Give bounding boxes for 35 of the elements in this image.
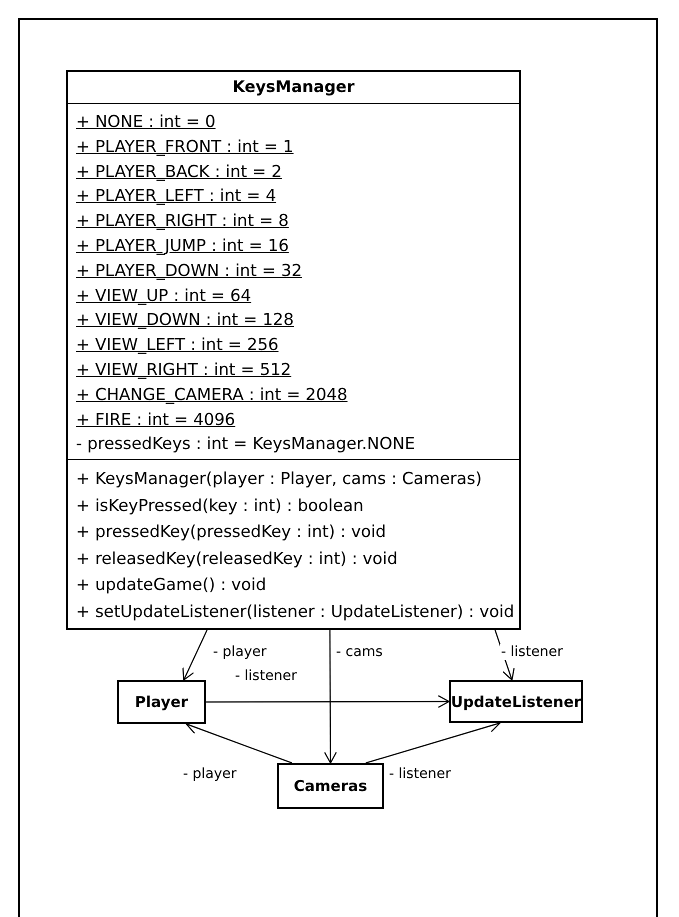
method-text: + KeysManager(player : Player, cams : Cameras) bbox=[76, 468, 482, 490]
association-arrow bbox=[206, 694, 450, 708]
class-name: Cameras bbox=[294, 777, 368, 795]
class-box bbox=[277, 763, 384, 809]
association-arrow bbox=[324, 630, 338, 764]
method-text: + setUpdateListener(listener : UpdateListener) : void bbox=[76, 600, 514, 623]
attribute-text: + PLAYER_FRONT : int = 1 bbox=[76, 136, 294, 158]
class-box bbox=[66, 70, 521, 630]
association-arrow bbox=[186, 722, 292, 764]
attribute-text: + VIEW_LEFT : int = 256 bbox=[76, 334, 278, 356]
edge-label: - player bbox=[212, 644, 268, 660]
attribute-text: + NONE : int = 0 bbox=[76, 111, 216, 133]
class-box bbox=[449, 680, 583, 723]
attribute-text: + VIEW_DOWN : int = 128 bbox=[76, 309, 294, 332]
class-box bbox=[117, 680, 206, 724]
attribute-text: - pressedKeys : int = KeysManager.NONE bbox=[76, 433, 416, 456]
method-text: + pressedKey(pressedKey : int) : void bbox=[76, 521, 386, 544]
class-name: KeysManager bbox=[232, 76, 355, 98]
attribute-text: + FIRE : int = 4096 bbox=[76, 408, 236, 431]
attribute-text: + PLAYER_LEFT : int = 4 bbox=[76, 185, 276, 208]
method-text: + updateGame() : void bbox=[76, 574, 266, 596]
attribute-text: + VIEW_RIGHT : int = 512 bbox=[76, 358, 292, 381]
attribute-text: + PLAYER_RIGHT : int = 8 bbox=[76, 210, 289, 232]
class-name: UpdateListener bbox=[450, 692, 582, 710]
class-name: Player bbox=[134, 693, 188, 711]
attribute-text: + PLAYER_JUMP : int = 16 bbox=[76, 234, 289, 257]
method-text: + releasedKey(releasedKey : int) : void bbox=[76, 548, 398, 570]
attribute-text: + CHANGE_CAMERA : int = 2048 bbox=[76, 384, 348, 406]
attribute-text: + VIEW_UP : int = 64 bbox=[76, 284, 252, 307]
edge-label: - player bbox=[182, 766, 238, 782]
attribute-text: + PLAYER_DOWN : int = 32 bbox=[76, 260, 302, 282]
attribute-text: + PLAYER_BACK : int = 2 bbox=[76, 160, 282, 183]
method-text: + isKeyPressed(key : int) : boolean bbox=[76, 494, 364, 517]
association-arrow bbox=[182, 630, 208, 681]
edge-label: - listener bbox=[500, 644, 564, 660]
